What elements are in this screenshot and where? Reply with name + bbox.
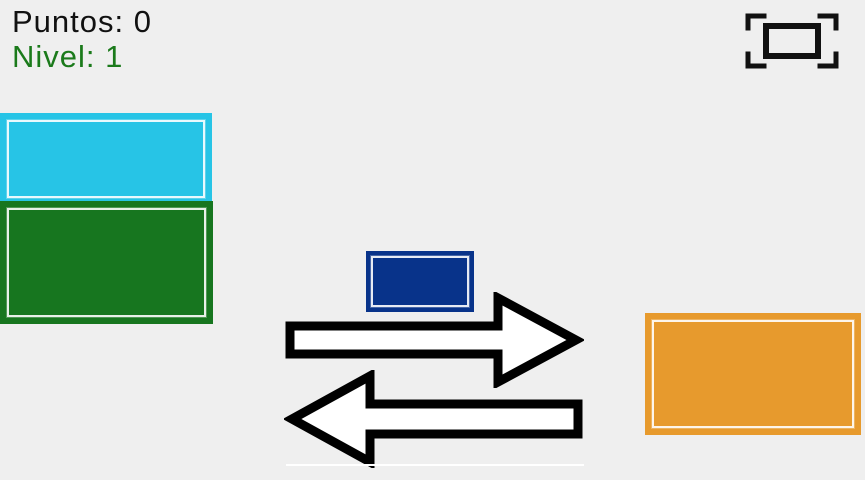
fullscreen-icon xyxy=(745,13,839,69)
cyan-block xyxy=(0,113,212,205)
fullscreen-button[interactable] xyxy=(744,12,840,70)
score-label: Puntos: 0 xyxy=(12,4,152,39)
level-label: Nivel: 1 xyxy=(12,39,124,74)
right-arrow-icon xyxy=(285,290,586,390)
left-arrow-icon xyxy=(282,368,583,470)
green-block xyxy=(0,201,213,324)
move-right-button[interactable] xyxy=(284,290,586,390)
ground-line xyxy=(286,464,584,466)
orange-block xyxy=(645,313,861,435)
blue-block xyxy=(366,251,474,312)
move-left-button[interactable] xyxy=(282,368,584,470)
